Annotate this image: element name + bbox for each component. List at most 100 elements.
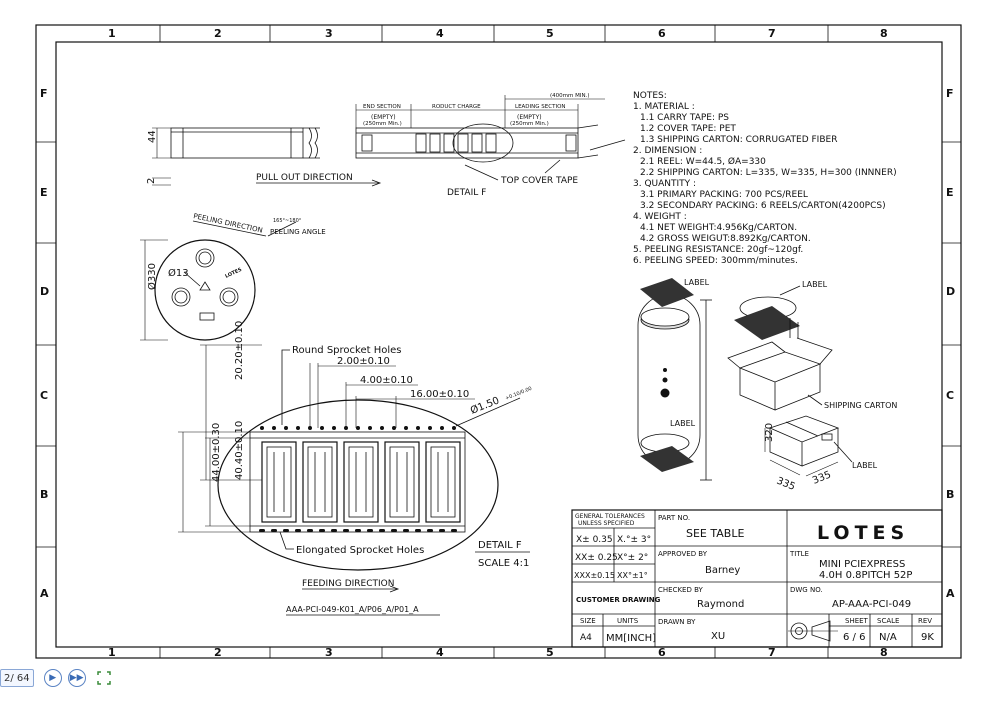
note-line: 1.1 CARRY TAPE: PS (640, 113, 729, 123)
tape-end-view: 44 2 PULL OUT DIRECTION (146, 127, 382, 187)
angle-range: 165°~180° (273, 218, 302, 224)
note-line: NOTES: (633, 91, 667, 101)
scale-label: SCALE (877, 617, 899, 625)
dwg-label: DWG NO. (790, 586, 823, 594)
detail-scale: SCALE 4:1 (478, 558, 529, 569)
tol-angle-2: X°± 2° (617, 553, 648, 563)
units-value: MM[INCH] (606, 633, 656, 644)
note-line: 4. WEIGHT : (633, 212, 687, 222)
title-block: GENERAL TOLERANCES UNLESS SPECIFIED X± 0… (571, 509, 943, 648)
last-page-icon[interactable]: ▶▶ (67, 669, 86, 687)
title-label: TITLE (789, 550, 809, 558)
product-charge: RODUCT CHARGE (432, 104, 481, 110)
feeding-direction: FEEDING DIRECTION (302, 579, 394, 589)
hub-diameter: Ø13 (168, 267, 189, 279)
row-b-right: B (946, 488, 954, 501)
label-top-right: LABEL (802, 280, 828, 289)
row-labels-left: F E D C B A (40, 87, 49, 600)
dim-4-00: 4.00±0.10 (360, 375, 413, 386)
row-d: D (40, 285, 49, 298)
customer-drawing: CUSTOMER DRAWING (576, 596, 661, 604)
col-5-bottom: 5 (546, 646, 554, 659)
note-line: 3.2 SECONDARY PACKING: 6 REELS/CARTON(42… (640, 201, 886, 211)
note-line: 2.1 REEL: W=44.5, ØA=330 (640, 156, 766, 167)
round-sprocket-holes: Round Sprocket Holes (292, 345, 402, 356)
row-d-right: D (946, 285, 955, 298)
reel-diameter: Ø330 (146, 263, 158, 290)
tol-header-1: GENERAL TOLERANCES (575, 513, 645, 520)
file-reference: AAA-PCI-049-K01_A/P06_A/P01_A (286, 605, 419, 614)
projection-symbol-icon (788, 620, 838, 642)
dim-44: 44 (147, 130, 158, 143)
note-line: 2. DIMENSION : (633, 146, 702, 156)
round-sprocket-row (260, 426, 456, 430)
pockets (261, 441, 461, 523)
part-no: SEE TABLE (686, 527, 744, 540)
note-line: 4.2 GROSS WEIGUT:8.892Kg/CARTON. (640, 234, 811, 244)
scale-value: N/A (879, 632, 897, 643)
tol-xxx: XXX±0.15 (574, 571, 615, 580)
next-page-icon[interactable]: ▶ (43, 669, 62, 687)
row-labels-right: F E D C B A (946, 87, 955, 600)
size-value: A4 (580, 633, 592, 643)
part-no-label: PART NO. (658, 514, 690, 522)
note-line: 2.2 SHIPPING CARTON: L=335, W=335, H=300… (640, 168, 897, 178)
note-line: 6. PEELING SPEED: 300mm/minutes. (633, 256, 798, 266)
approved-label: APPROVED BY (658, 550, 708, 558)
dim-1-50-tol: +0.10/0.00 (505, 386, 533, 402)
detail-f-callout: DETAIL F (447, 188, 486, 198)
col-3: 3 (325, 27, 333, 40)
col-2: 2 (214, 27, 222, 40)
carton-height: 320 (764, 423, 775, 442)
current-page[interactable]: 2 (4, 672, 11, 684)
checked-label: CHECKED BY (658, 586, 704, 594)
dim-16-00: 16.00±0.10 (410, 389, 469, 400)
dwg-no: AP-AAA-PCI-049 (832, 599, 911, 610)
dim-2: 2 (146, 178, 157, 184)
note-line: 3. QUANTITY : (633, 179, 696, 189)
dim-20-20: 20.20±0.10 (234, 321, 245, 380)
empty-right: (EMPTY) (517, 114, 542, 121)
units-label: UNITS (617, 617, 639, 625)
sheet-value: 6 / 6 (843, 632, 865, 643)
note-line: 4.1 NET WEIGHT:4.956Kg/CARTON. (640, 223, 797, 233)
tape-section-view: END SECTION RODUCT CHARGE LEADING SECTIO… (355, 93, 626, 198)
col-5: 5 (546, 27, 554, 40)
tol-header-2: UNLESS SPECIFIED (578, 520, 635, 527)
col-6: 6 (658, 27, 666, 40)
tol-x: X± 0.35 (576, 535, 613, 545)
title-line-1: MINI PCIEXPRESS (819, 559, 905, 570)
rev-value: 9K (921, 632, 934, 643)
min-400: (400mm MIN.) (550, 93, 589, 99)
dim-40-40: 40.40±0.10 (234, 421, 245, 480)
rev-label: REV (918, 617, 932, 625)
row-c-right: C (946, 389, 954, 402)
inner-frame (55, 41, 943, 648)
reel-brand: LOTES (224, 267, 243, 280)
outer-frame (35, 24, 962, 659)
approved-by: Barney (705, 565, 740, 576)
page-navigator: 2 / 64 ▶ ▶▶ (0, 668, 112, 688)
tol-xx: XX± 0.25 (575, 553, 618, 563)
note-line: 1.2 COVER TAPE: PET (640, 124, 736, 134)
drawn-label: DRAWN BY (658, 618, 696, 626)
fit-page-icon[interactable] (96, 670, 112, 686)
row-a-right: A (946, 587, 955, 600)
row-c: C (40, 389, 48, 402)
end-section: END SECTION (363, 104, 401, 110)
label-top-left: LABEL (684, 278, 710, 287)
carton-width: 335 (811, 469, 833, 486)
tol-angle-3: XX°±1° (617, 571, 648, 580)
col-6-bottom: 6 (658, 646, 666, 659)
col-4: 4 (436, 27, 444, 40)
dim-44-00: 44.00±0.30 (211, 423, 222, 482)
notes: NOTES: 1. MATERIAL : 1.1 CARRY TAPE: PS … (633, 91, 897, 266)
page-number-box[interactable]: 2 / 64 (0, 669, 34, 687)
title-line-2: 4.0H 0.8PITCH 52P (819, 570, 912, 581)
col-7: 7 (768, 27, 776, 40)
note-line: 3.1 PRIMARY PACKING: 700 PCS/REEL (640, 190, 808, 200)
column-labels-bottom: 1 2 3 4 5 6 7 8 (108, 646, 888, 659)
min-250-right: (250mm Min.) (510, 121, 549, 127)
col-3-bottom: 3 (325, 646, 333, 659)
col-8: 8 (880, 27, 888, 40)
